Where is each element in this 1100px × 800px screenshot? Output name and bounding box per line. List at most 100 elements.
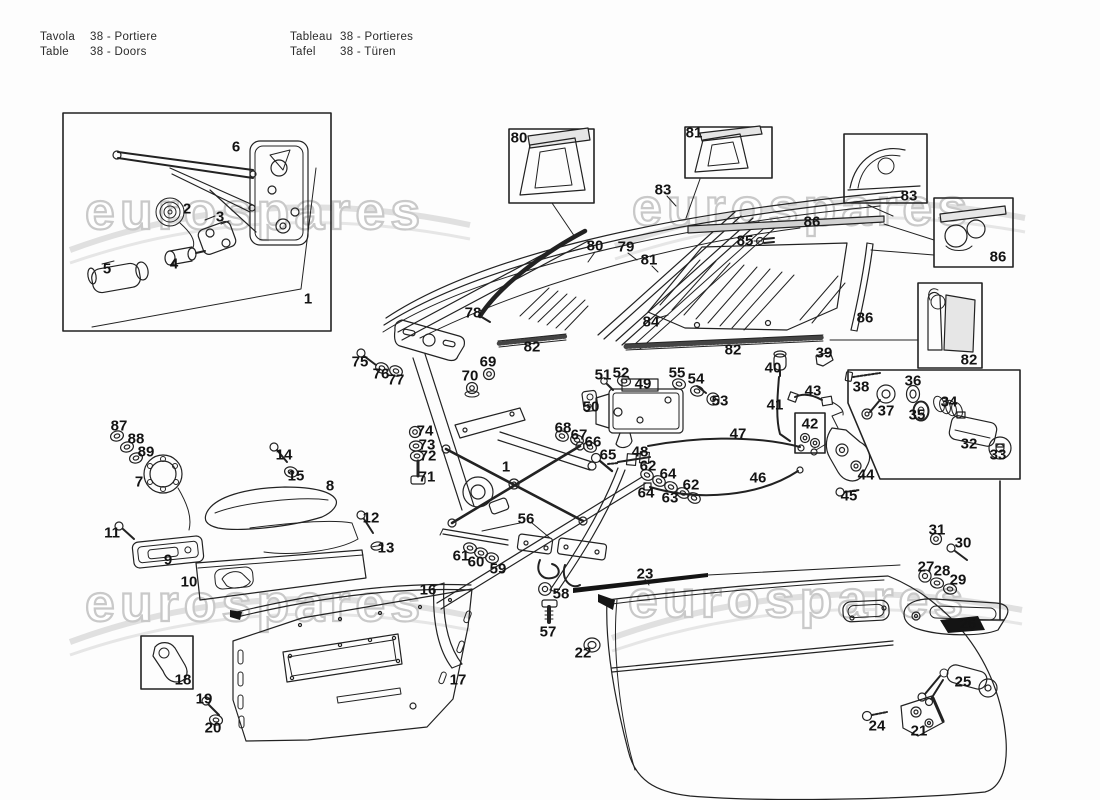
part-callout-29: 29 <box>949 571 967 589</box>
header-row-de: Tafel 38 - Türen <box>290 45 413 60</box>
part-callout-23: 23 <box>636 565 654 583</box>
part-callout-33: 33 <box>989 446 1007 464</box>
roof-rail-trims <box>383 191 903 338</box>
part-callout-40: 40 <box>764 359 782 377</box>
inset-box-86 <box>871 198 1013 267</box>
part-callout-58: 58 <box>552 585 570 603</box>
part-callout-87: 87 <box>110 417 128 435</box>
header-label: Tafel <box>290 46 316 58</box>
lock-rods-and-knob <box>437 351 843 609</box>
part-callout-86: 86 <box>803 213 821 231</box>
part-callout-54: 54 <box>687 370 705 388</box>
part-callout-32: 32 <box>960 435 978 453</box>
part-callout-77: 77 <box>387 371 405 389</box>
interior-trim <box>132 455 366 600</box>
part-callout-64: 64 <box>637 484 655 502</box>
part-callout-57: 57 <box>539 623 557 641</box>
part-callout-75: 75 <box>351 353 369 371</box>
exterior-handle-group <box>863 599 1008 736</box>
part-callout-17: 17 <box>449 671 467 689</box>
glass-channel-brackets <box>440 523 607 586</box>
part-callout-89: 89 <box>137 443 155 461</box>
door-glass-and-runs <box>598 212 847 349</box>
part-callout-55: 55 <box>668 364 686 382</box>
header-title: 38 - Portiere <box>90 31 158 43</box>
inset-box-83 <box>844 134 927 216</box>
part-callout-2: 2 <box>182 200 192 218</box>
part-callout-78: 78 <box>464 304 482 322</box>
fasteners <box>108 349 967 727</box>
part-callout-39: 39 <box>815 344 833 362</box>
part-callout-18: 18 <box>174 671 192 689</box>
part-callout-76: 76 <box>372 365 390 383</box>
part-callout-83: 83 <box>654 181 672 199</box>
part-callout-10: 10 <box>180 573 198 591</box>
part-callout-86: 86 <box>989 248 1007 266</box>
part-callout-4: 4 <box>169 255 179 273</box>
part-callout-79: 79 <box>617 238 635 256</box>
left-vent-frame <box>395 231 588 510</box>
part-callout-63: 63 <box>661 489 679 507</box>
part-callout-20: 20 <box>204 719 222 737</box>
part-callout-73: 73 <box>418 436 436 454</box>
part-callout-65: 65 <box>599 446 617 464</box>
latch-and-cylinder <box>811 370 1020 620</box>
header-left: Tavola 38 - Portiere Table 38 - Doors <box>40 30 157 60</box>
header-label: Tableau <box>290 31 333 43</box>
window-regulator <box>442 408 625 592</box>
part-callout-28: 28 <box>933 562 951 580</box>
part-callout-68: 68 <box>554 419 572 437</box>
header-row-fr: Tableau 38 - Portieres <box>290 30 413 45</box>
part-callout-34: 34 <box>940 393 958 411</box>
inset-box-door-pull <box>141 636 193 689</box>
part-callout-72: 72 <box>419 447 437 465</box>
door-trim-panel <box>230 583 472 741</box>
part-callout-53: 53 <box>711 392 729 410</box>
part-callout-38: 38 <box>852 378 870 396</box>
part-callout-11: 11 <box>104 524 120 542</box>
part-callout-1: 1 <box>303 290 313 308</box>
part-callout-83: 83 <box>900 187 918 205</box>
part-callout-43: 43 <box>804 382 822 400</box>
part-callout-36: 36 <box>904 372 922 390</box>
part-callout-22: 22 <box>574 644 592 662</box>
door-lock-mechanism <box>582 378 719 448</box>
part-callout-70: 70 <box>461 367 479 385</box>
part-callout-80: 80 <box>510 129 528 147</box>
leader-lines <box>588 196 762 585</box>
seal-strips-86 <box>688 216 884 331</box>
part-callout-81: 81 <box>685 124 703 142</box>
part-callout-30: 30 <box>954 534 972 552</box>
part-callout-6: 6 <box>231 138 241 156</box>
part-callout-85: 85 <box>736 232 754 250</box>
part-callout-56: 56 <box>517 510 535 528</box>
part-callout-64: 64 <box>659 465 677 483</box>
part-callout-48: 48 <box>631 443 649 461</box>
inset-box-80 <box>509 128 594 237</box>
part-callout-37: 37 <box>877 402 895 420</box>
part-callout-3: 3 <box>215 208 225 226</box>
part-callout-8: 8 <box>325 477 335 495</box>
part-callout-15: 15 <box>287 467 305 485</box>
inset-box-81 <box>685 126 772 218</box>
part-callout-46: 46 <box>749 469 767 487</box>
part-callout-62: 62 <box>639 457 657 475</box>
part-callout-41: 41 <box>766 396 784 414</box>
part-callout-44: 44 <box>857 466 875 484</box>
part-callout-35: 35 <box>908 406 926 424</box>
part-callout-82: 82 <box>523 338 541 356</box>
part-callout-62: 62 <box>682 476 700 494</box>
part-callout-19: 19 <box>195 690 213 708</box>
right-door-shell <box>573 565 1006 799</box>
header-row-it: Tavola 38 - Portiere <box>40 30 157 45</box>
part-callout-25: 25 <box>954 673 972 691</box>
header-title: 38 - Portieres <box>340 31 414 43</box>
part-callout-14: 14 <box>275 446 293 464</box>
part-callout-52: 52 <box>612 364 630 382</box>
part-callout-26: 26 <box>959 615 977 633</box>
part-callout-16: 16 <box>419 581 437 599</box>
inset-box-82 <box>830 283 982 368</box>
header-title: 38 - Doors <box>90 46 147 58</box>
